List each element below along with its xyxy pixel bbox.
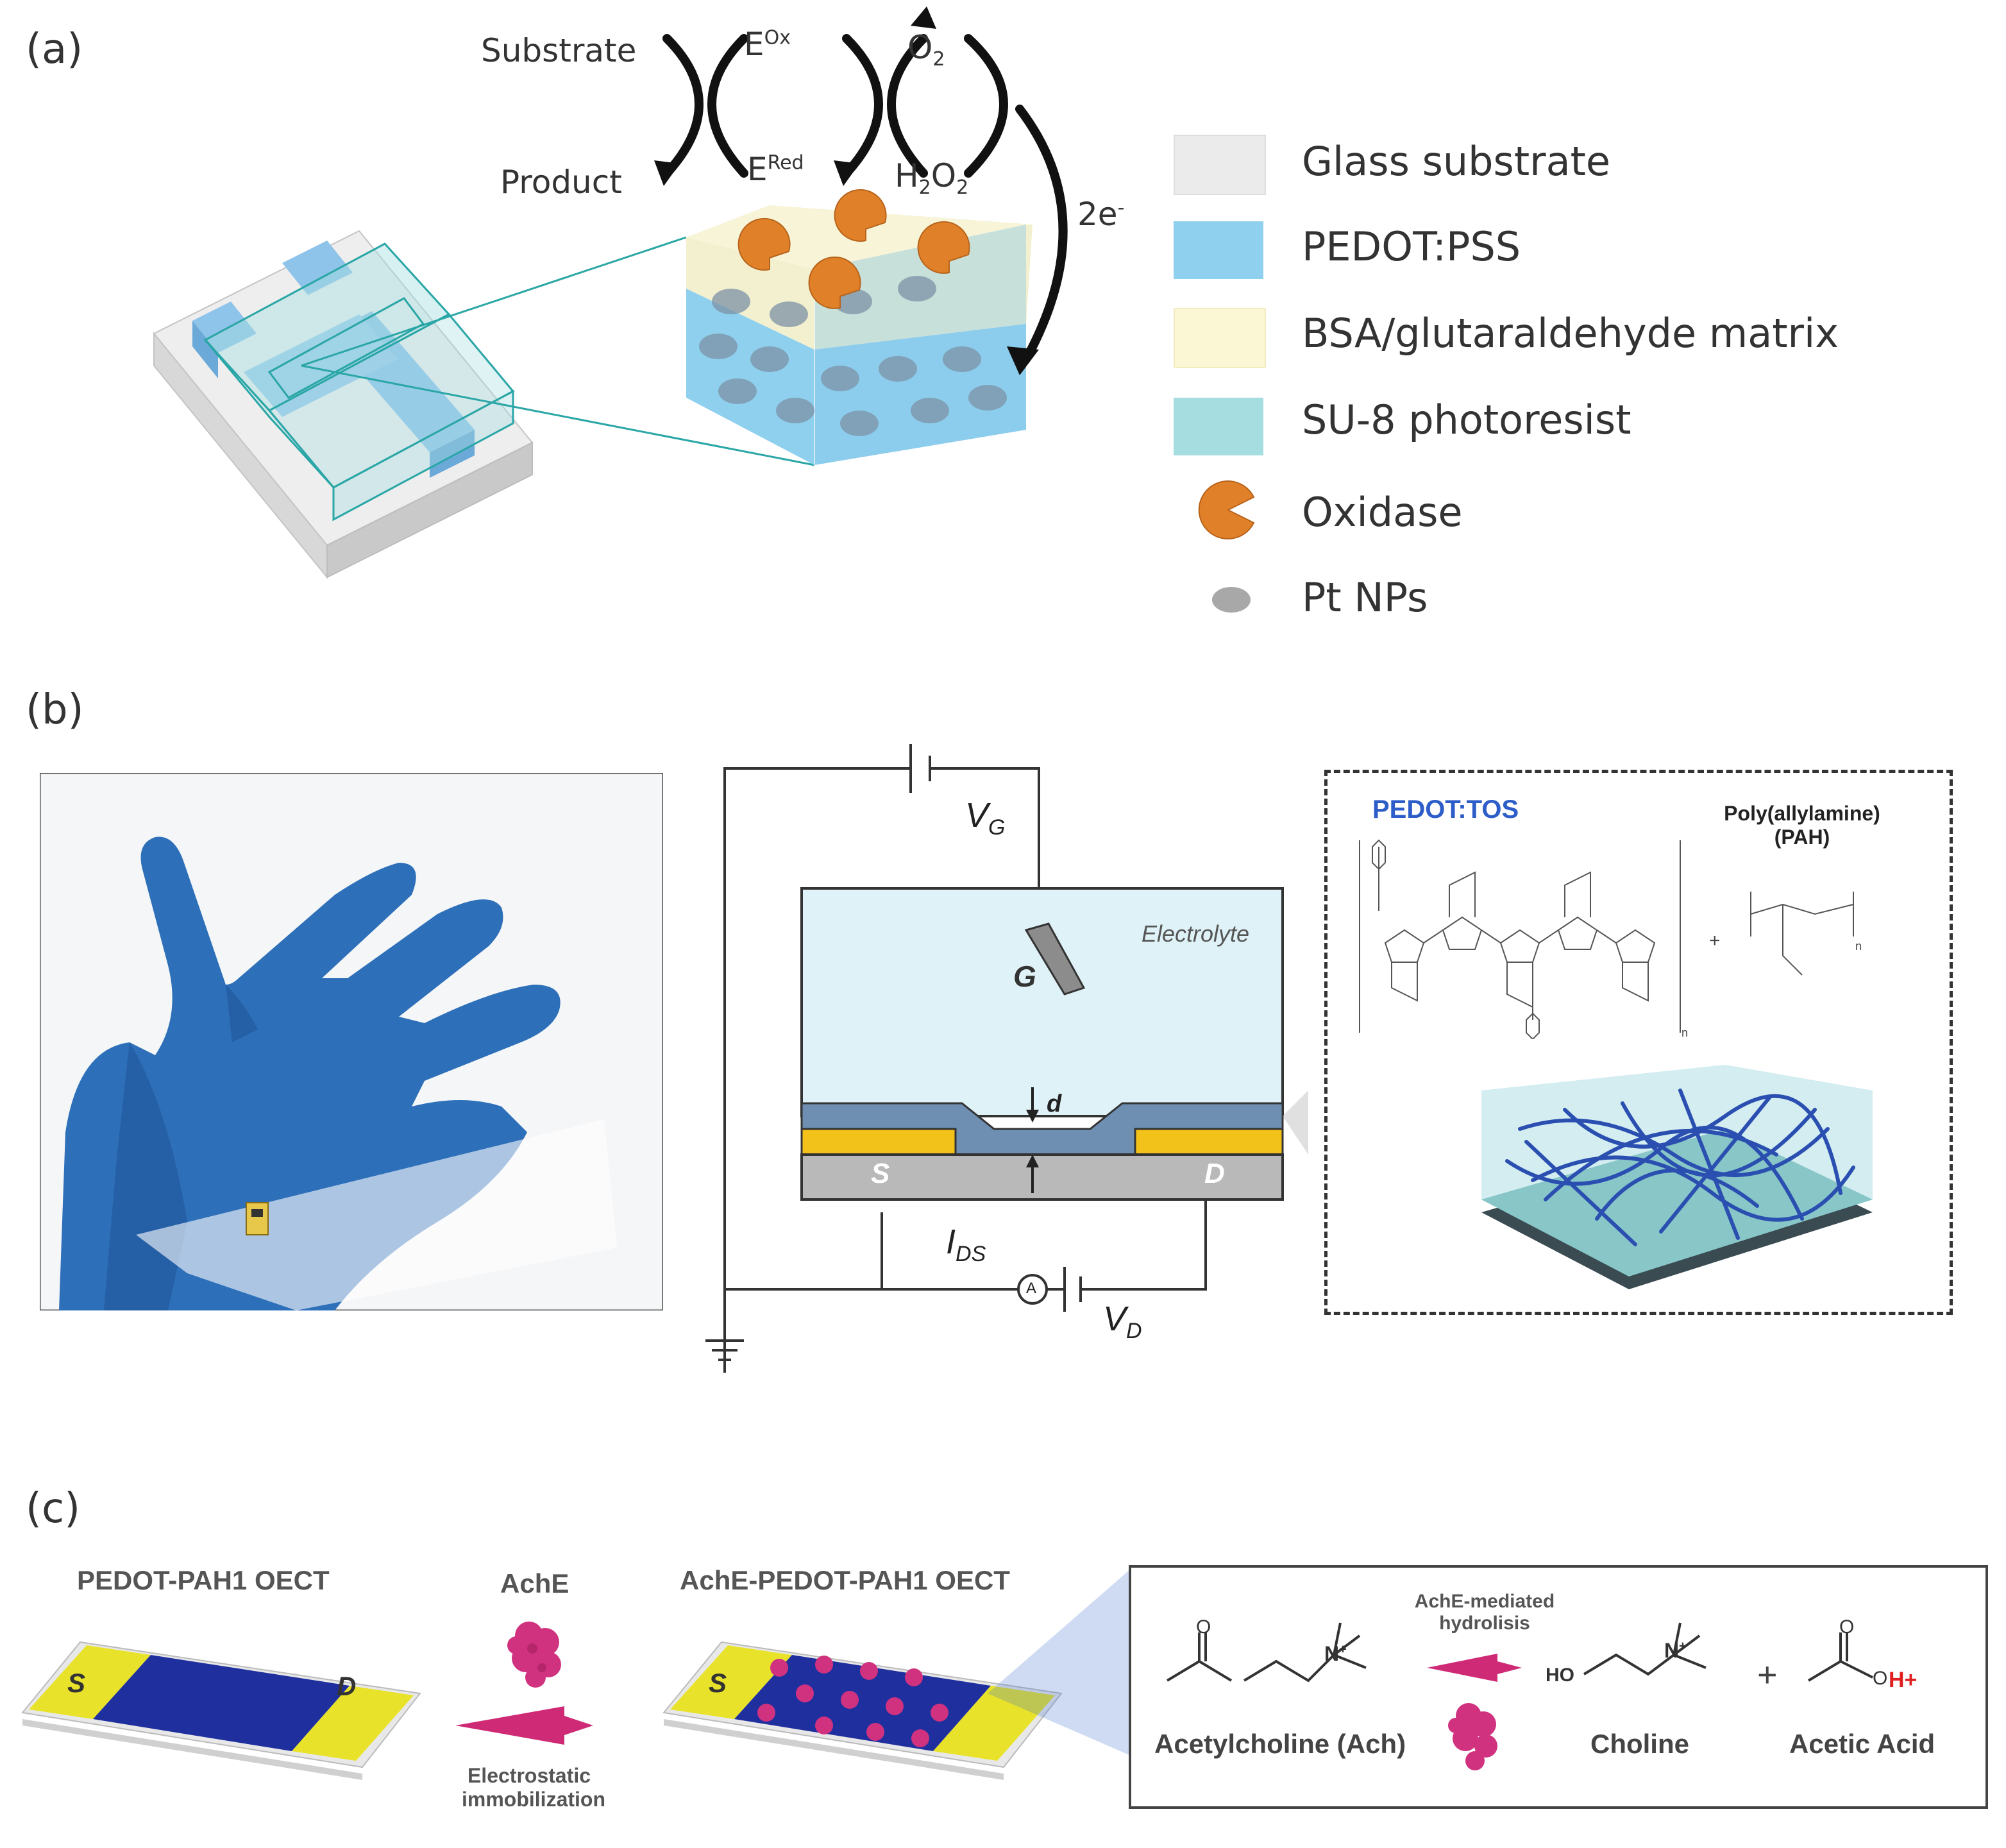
pedot-structure: [1359, 839, 1681, 1039]
pah-title: Poly(allylamine) (PAH): [1724, 802, 1880, 849]
hydrolysis-enzyme-icon: [1448, 1703, 1497, 1770]
oect-circuit: [705, 744, 1308, 1373]
legend-swatch-glass: [1174, 135, 1266, 195]
pt-nanoparticle-icon: [1212, 587, 1251, 613]
chemistry-box: [1324, 770, 1953, 1315]
n-subscript-2: n: [1855, 940, 1862, 953]
acetic-acid-structure: [1807, 1632, 1873, 1682]
device1-drain-label: D: [337, 1671, 357, 1701]
source-label: S: [871, 1158, 890, 1189]
n-subscript-1: n: [1682, 1026, 1689, 1039]
legend-label-pedot: PEDOT:PSS: [1302, 223, 1521, 270]
proton-label: H+: [1889, 1668, 1917, 1692]
acetylcholine-structure: [1166, 1622, 1367, 1683]
polymer-film: [1481, 1065, 1873, 1289]
legend-swatch-su8: [1174, 398, 1263, 455]
choline-structure: [1583, 1622, 1707, 1676]
device2-title: AchE-PEDOT-PAH1 OECT: [680, 1565, 1010, 1595]
hydrogen-peroxide-label: H2O2: [895, 157, 969, 199]
oxygen-label: O2: [907, 29, 945, 71]
choline-ho: HO: [1546, 1665, 1574, 1686]
device2-source-label: S: [709, 1668, 727, 1698]
device2-zoom-wedge: [988, 1565, 1135, 1758]
acetic-acid-o: O: [1839, 1616, 1855, 1638]
electrons-label: 2e-: [1077, 196, 1125, 233]
immobilization-arrow-icon: [455, 1706, 593, 1745]
legend-label-su8: SU-8 photoresist: [1302, 396, 1631, 443]
pah-structure: [1750, 892, 1854, 976]
legend: Glass substrate PEDOT:PSS BSA/glutaralde…: [1174, 128, 1975, 641]
ache-label: AchE: [500, 1568, 569, 1598]
acetylcholine-label: Acetylcholine (Ach): [1154, 1729, 1406, 1759]
pedot-tos-title: PEDOT:TOS: [1372, 795, 1519, 824]
enzyme-reduced-label: ERed: [747, 151, 804, 188]
legend-swatch-pedot: [1174, 221, 1263, 279]
acetylcholine-o: O: [1196, 1616, 1211, 1638]
choline-n: N+: [1664, 1639, 1687, 1662]
hydrolysis-box: [1129, 1565, 1988, 1809]
hydrolysis-arrow-icon: [1427, 1654, 1522, 1682]
drain-voltage-label: VD: [1103, 1300, 1142, 1343]
legend-label-bsa: BSA/glutaraldehyde matrix: [1302, 310, 1839, 357]
plus-sign: +: [1709, 930, 1721, 951]
gate-label: G: [1013, 960, 1036, 993]
thickness-label: d: [1047, 1090, 1062, 1117]
reaction-arrows: [662, 34, 1068, 364]
device2: [662, 1641, 1063, 1780]
device1: [21, 1641, 421, 1780]
immobilization-label: Electrostatic immobilization: [462, 1764, 605, 1811]
legend-label-ptnps: Pt NPs: [1302, 574, 1428, 621]
products-plus-sign: +: [1757, 1656, 1778, 1694]
ammeter-icon: [1017, 1274, 1048, 1305]
ache-enzyme-icon: [507, 1622, 561, 1688]
device1-title: PEDOT-PAH1 OECT: [77, 1565, 330, 1595]
panel-a-label: (a): [26, 26, 83, 73]
device-isometric: [153, 230, 534, 579]
electrolyte-label: Electrolyte: [1142, 920, 1250, 947]
device1-source-label: S: [67, 1668, 86, 1698]
product-label: Product: [500, 164, 622, 201]
zoomed-layer-block: [686, 189, 1032, 465]
legend-label-oxidase: Oxidase: [1302, 489, 1463, 536]
choline-label: Choline: [1590, 1729, 1689, 1759]
mediated-label: AchE-mediated hydrolisis: [1414, 1591, 1555, 1634]
drain-current-label: IDS: [946, 1223, 986, 1266]
ammeter-label: A: [1026, 1280, 1037, 1297]
gate-voltage-label: VG: [965, 796, 1006, 840]
acetic-acid-o2: O: [1873, 1668, 1888, 1689]
legend-label-glass: Glass substrate: [1302, 138, 1611, 185]
glove-photo: [40, 773, 663, 1310]
drain-label: D: [1204, 1158, 1225, 1189]
oxidase-icon: [1198, 480, 1255, 539]
panel-c-label: (c): [26, 1485, 81, 1532]
enzyme-oxidized-label: EOx: [744, 26, 791, 63]
acetylcholine-n: N+: [1324, 1642, 1347, 1665]
panel-b-label: (b): [26, 686, 84, 734]
panel-a-diagram: [153, 6, 1068, 579]
acetic-acid-label: Acetic Acid: [1789, 1729, 1935, 1759]
legend-swatch-bsa: [1174, 308, 1266, 368]
substrate-label: Substrate: [481, 32, 637, 69]
